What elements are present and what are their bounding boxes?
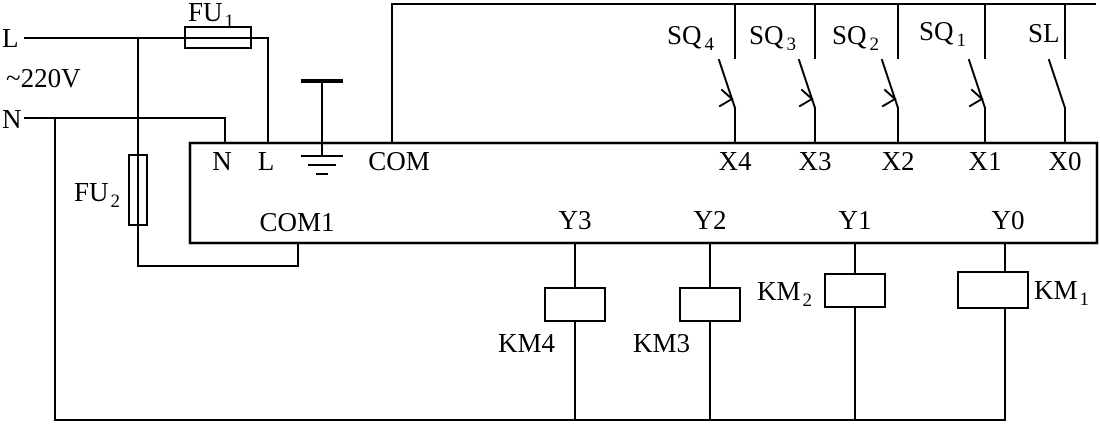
coil-km4: KM4 bbox=[498, 242, 606, 421]
plc-top-terminals: N L COM X4 X3 X2 X1 X0 bbox=[212, 146, 1081, 176]
sq1-blade bbox=[967, 58, 987, 110]
l-wire bbox=[24, 37, 269, 144]
terminal-label-x2: X2 bbox=[882, 146, 915, 176]
sl-blade bbox=[1047, 58, 1067, 110]
switch-sl: SL bbox=[1028, 3, 1067, 144]
terminal-label-x4: X4 bbox=[719, 146, 752, 176]
terminal-label-x0: X0 bbox=[1049, 146, 1082, 176]
earth-icon bbox=[301, 155, 343, 175]
plc-box bbox=[188, 141, 1099, 245]
terminal-label-l: L bbox=[258, 146, 275, 176]
terminal-label-y0: Y0 bbox=[992, 205, 1025, 235]
switch-sl-label: SL bbox=[1028, 18, 1060, 48]
sq2-blade bbox=[880, 58, 900, 110]
sq2-roller-chevron-icon bbox=[881, 88, 897, 108]
km2-coil-body bbox=[824, 273, 886, 308]
sq3-blade bbox=[797, 58, 817, 110]
terminal-label-x3: X3 bbox=[799, 146, 832, 176]
output-return-bus bbox=[54, 117, 1006, 421]
input-com-bus bbox=[391, 3, 1096, 144]
terminal-label-com: COM bbox=[368, 146, 430, 176]
plc-bottom-terminals: COM1 Y3 Y2 Y1 Y0 bbox=[259, 205, 1024, 237]
terminal-label-n: N bbox=[212, 146, 232, 176]
km4-coil-body bbox=[544, 287, 606, 322]
terminal-label-x1: X1 bbox=[969, 146, 1002, 176]
km1-coil-body bbox=[957, 271, 1029, 309]
fu2-wire bbox=[137, 37, 299, 267]
ground-symbol bbox=[301, 79, 343, 175]
terminal-label-y3: Y3 bbox=[559, 205, 592, 235]
terminal-label-y1: Y1 bbox=[839, 205, 872, 235]
coil-km3-label: KM3 bbox=[633, 328, 690, 358]
coil-km4-label: KM4 bbox=[498, 328, 556, 358]
terminal-label-y2: Y2 bbox=[694, 205, 727, 235]
terminal-label-com1: COM1 bbox=[259, 207, 334, 237]
sq4-roller-chevron-icon bbox=[718, 88, 734, 108]
n-wire bbox=[24, 117, 226, 144]
power-n-label: N bbox=[2, 104, 22, 134]
km3-coil-body bbox=[679, 287, 741, 322]
sq1-roller-chevron-icon bbox=[968, 88, 984, 108]
fuse-fu1-body bbox=[184, 26, 252, 49]
power-voltage-label: ~220V bbox=[6, 63, 81, 93]
fuse-fu2-body bbox=[128, 154, 148, 226]
sq4-blade bbox=[717, 58, 737, 110]
power-supply: L ~220V N bbox=[2, 23, 269, 144]
coil-km3: KM3 bbox=[633, 242, 741, 421]
power-l-label: L bbox=[2, 23, 19, 53]
sq3-roller-chevron-icon bbox=[798, 88, 814, 108]
